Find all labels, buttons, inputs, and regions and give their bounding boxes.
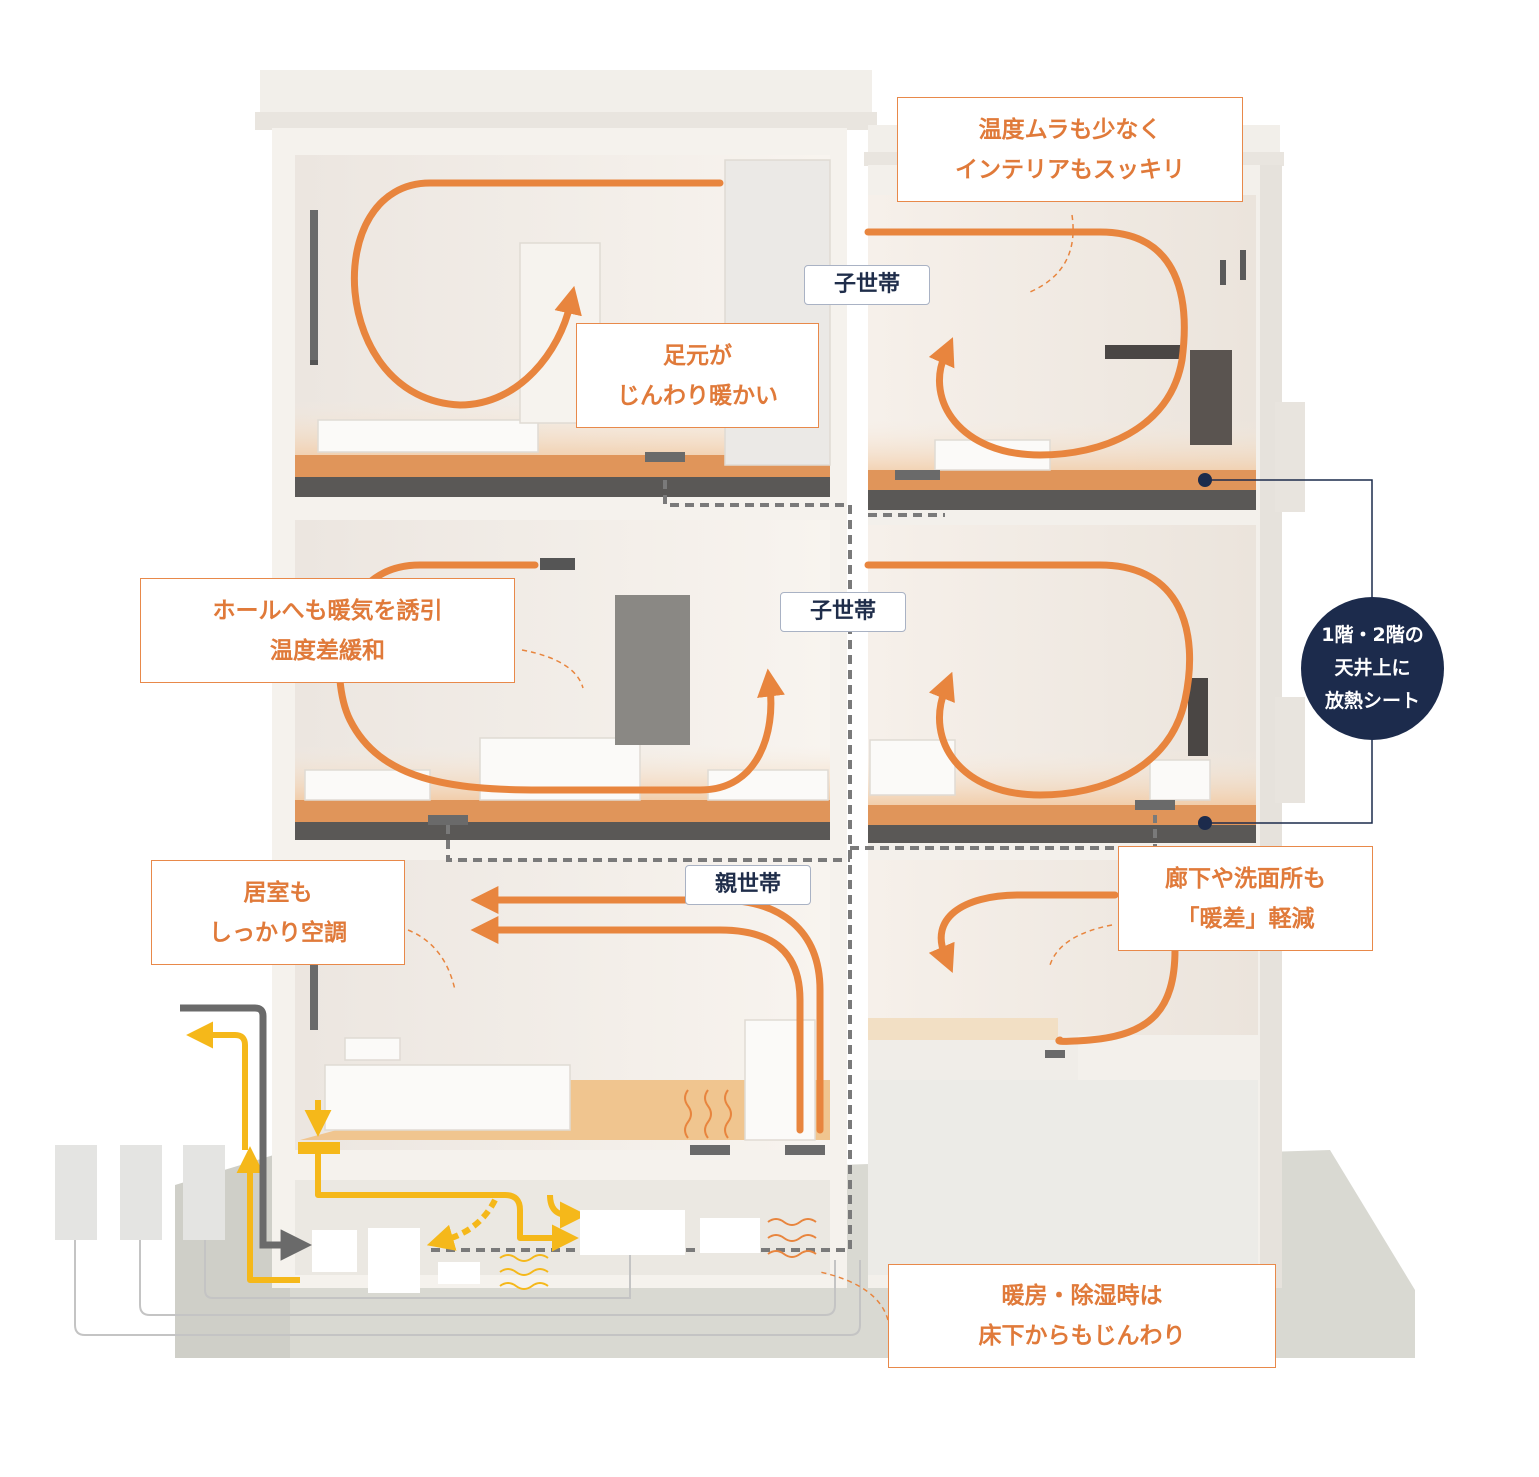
callout-hallway-washroom: 廊下や洗面所も 「暖差」軽減 <box>1118 846 1373 951</box>
callout-room-aircon: 居室も しっかり空調 <box>151 860 405 965</box>
callout-warm-feet: 足元が じんわり暖かい <box>576 323 819 428</box>
callout-text: 廊下や洗面所も <box>1165 865 1326 892</box>
yellow-airflow <box>186 1021 587 1283</box>
callout-text: ホールへも暖気を誘引 <box>212 597 443 624</box>
heat-waves <box>684 1089 817 1258</box>
callout-hall-heating: ホールへも暖気を誘引 温度差緩和 <box>140 578 515 683</box>
underfloor-units <box>312 1210 760 1293</box>
badge-connector-dot-top <box>1198 473 1212 487</box>
callout-text: 足元が <box>663 342 732 369</box>
household-tag-third-floor: 子世帯 <box>804 265 930 305</box>
vent-units <box>428 452 1175 1155</box>
callout-text: 温度ムラも少なく <box>978 116 1162 143</box>
orange-airflow <box>335 179 1194 1134</box>
callout-text: 居室も <box>243 879 313 906</box>
household-tag-first-floor: 親世帯 <box>685 865 811 905</box>
callout-temperature-uniformity: 温度ムラも少なく インテリアもスッキリ <box>897 97 1243 202</box>
gray-supply-lines <box>74 1240 861 1336</box>
callout-text: インテリアもスッキリ <box>955 156 1185 183</box>
callout-text: じんわり暖かい <box>617 382 778 409</box>
heat-waves-yellow <box>499 1254 549 1290</box>
heat-sheet-badge: 1階・2階の 天井上に 放熱シート <box>1301 597 1444 740</box>
household-tag-second-floor: 子世帯 <box>780 592 906 632</box>
callout-underfloor-heating: 暖房・除湿時は 床下からもじんわり <box>888 1264 1276 1368</box>
badge-connector-dot-bottom <box>1198 816 1212 830</box>
floor-vent-yellow <box>298 1142 340 1154</box>
callout-text: しっかり空調 <box>209 919 347 946</box>
badge-text: 天井上に <box>1334 657 1411 679</box>
callout-text: 温度差緩和 <box>270 637 385 664</box>
badge-connector <box>1205 479 1373 824</box>
callout-text: 「暖差」軽減 <box>1176 905 1315 932</box>
badge-text: 1階・2階の <box>1321 624 1424 646</box>
callout-text: 床下からもじんわり <box>978 1323 1186 1349</box>
gray-return-duct <box>180 1004 313 1261</box>
leader-lines <box>407 214 1113 1321</box>
badge-text: 放熱シート <box>1324 690 1420 712</box>
callout-text: 暖房・除湿時は <box>1001 1283 1163 1309</box>
